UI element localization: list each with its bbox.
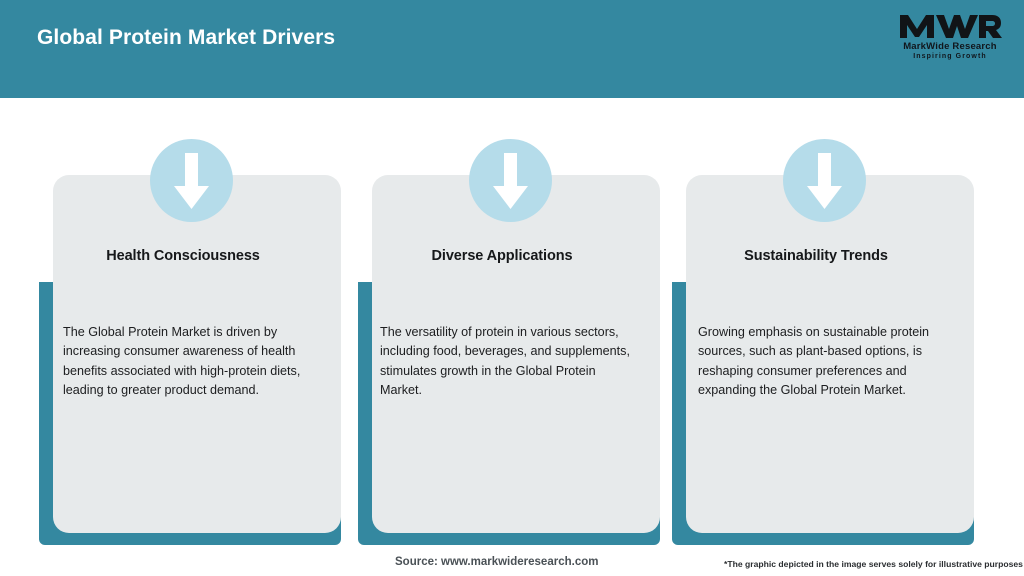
card-title: Diverse Applications bbox=[431, 248, 573, 264]
arrow-down-glyph bbox=[807, 153, 842, 209]
source-label: Source: www.markwideresearch.com bbox=[395, 556, 599, 568]
card-title: Health Consciousness bbox=[106, 248, 260, 264]
disclaimer-label: *The graphic depicted in the image serve… bbox=[724, 559, 1023, 569]
card-body-text: The Global Protein Market is driven by i… bbox=[63, 325, 301, 398]
company-logo: MarkWide Research Inspiring Growth bbox=[898, 12, 1002, 68]
card-panel bbox=[53, 175, 341, 533]
mwr-logo-icon bbox=[900, 15, 1002, 38]
driver-card-3[interactable]: Sustainability Trends Growing emphasis o… bbox=[672, 98, 974, 545]
arrow-down-icon bbox=[783, 139, 866, 222]
card-body-text: Growing emphasis on sustainable protein … bbox=[698, 325, 930, 398]
driver-card-1[interactable]: Health Consciousness The Global Protein … bbox=[39, 98, 341, 545]
arrow-down-glyph bbox=[174, 153, 209, 209]
page-title: Global Protein Market Drivers bbox=[37, 26, 336, 49]
arrow-down-icon bbox=[469, 139, 552, 222]
card-title: Sustainability Trends bbox=[744, 248, 888, 264]
arrow-down-glyph bbox=[493, 153, 528, 209]
page-header: Global Protein Market Drivers MarkWide R… bbox=[0, 0, 1024, 98]
card-body-text: The versatility of protein in various se… bbox=[380, 325, 630, 398]
driver-card-2[interactable]: Diverse Applications The versatility of … bbox=[358, 98, 660, 545]
arrow-down-icon bbox=[150, 139, 233, 222]
logo-tagline: Inspiring Growth bbox=[913, 53, 987, 60]
logo-company-name: MarkWide Research bbox=[903, 41, 997, 52]
card-panel bbox=[372, 175, 660, 533]
drivers-card-group: Health Consciousness The Global Protein … bbox=[0, 98, 1024, 545]
card-panel bbox=[686, 175, 974, 533]
